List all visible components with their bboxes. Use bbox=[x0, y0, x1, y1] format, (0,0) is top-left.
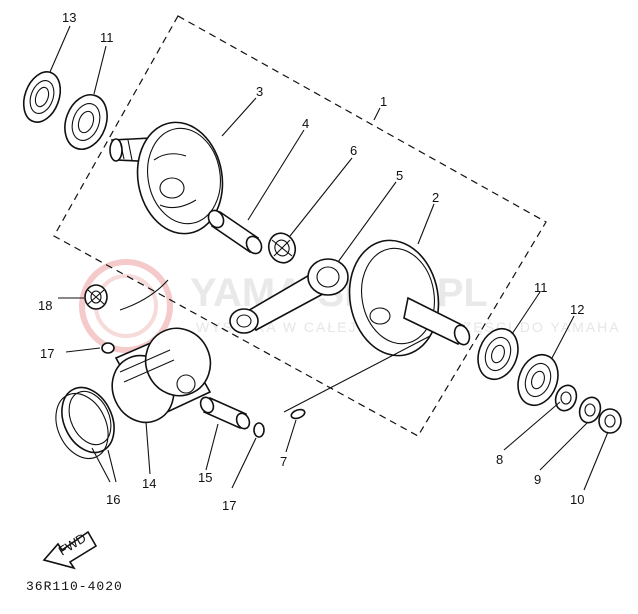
bearing-11-left bbox=[64, 94, 108, 150]
label-17-left: 17 bbox=[40, 346, 54, 361]
label-17-right: 17 bbox=[222, 498, 236, 513]
label-14: 14 bbox=[142, 476, 156, 491]
bearing-11-right bbox=[477, 327, 519, 381]
piston-14 bbox=[111, 327, 212, 424]
label-7: 7 bbox=[280, 454, 287, 469]
piston-pin-15 bbox=[199, 396, 251, 430]
label-1: 1 bbox=[380, 94, 387, 109]
label-3: 3 bbox=[256, 84, 263, 99]
label-11-left: 11 bbox=[100, 30, 114, 45]
washer-8 bbox=[554, 384, 578, 412]
label-12: 12 bbox=[570, 302, 584, 317]
label-2: 2 bbox=[432, 190, 439, 205]
piston-rings-16 bbox=[55, 386, 115, 459]
oil-seal-12 bbox=[517, 353, 559, 407]
circlip-17-right bbox=[253, 422, 265, 438]
nut-10 bbox=[598, 408, 622, 434]
label-11-right: 11 bbox=[534, 280, 548, 295]
label-9: 9 bbox=[534, 472, 541, 487]
label-15: 15 bbox=[198, 470, 212, 485]
crankshaft-assembly-boundary bbox=[53, 15, 547, 437]
washer-9 bbox=[578, 396, 602, 424]
label-16: 16 bbox=[106, 492, 120, 507]
leader-lines bbox=[49, 25, 609, 491]
circlip-17-left bbox=[101, 342, 115, 354]
label-18: 18 bbox=[38, 298, 52, 313]
needle-bearing-6 bbox=[267, 232, 297, 264]
label-5: 5 bbox=[396, 168, 403, 183]
crank-pin-4 bbox=[207, 209, 263, 255]
label-4: 4 bbox=[302, 116, 309, 131]
label-13: 13 bbox=[62, 10, 76, 25]
bearing-13 bbox=[22, 71, 62, 123]
crank-half-2 bbox=[348, 239, 471, 357]
connecting-rod-5 bbox=[229, 258, 349, 334]
diagram-code: 36R110-4020 bbox=[26, 579, 123, 594]
fwd-arrow-icon: FWD bbox=[42, 530, 98, 570]
key-7 bbox=[290, 408, 306, 420]
label-6: 6 bbox=[350, 143, 357, 158]
needle-bearing-18 bbox=[84, 284, 108, 310]
crank-half-3 bbox=[109, 121, 224, 235]
label-8: 8 bbox=[496, 452, 503, 467]
label-10: 10 bbox=[570, 492, 584, 507]
